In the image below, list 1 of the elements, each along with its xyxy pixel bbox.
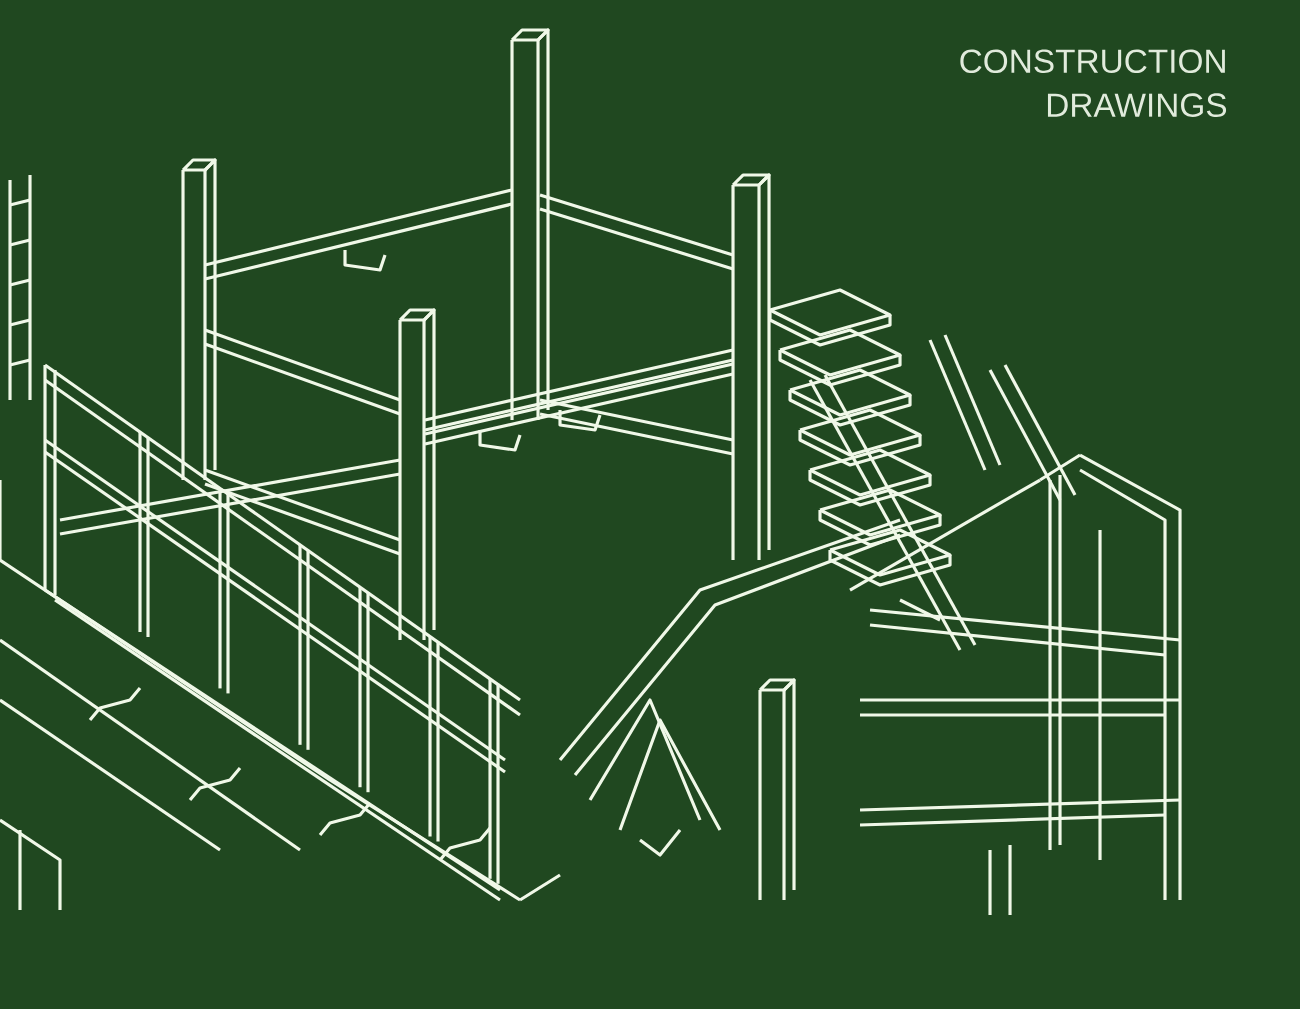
title: CONSTRUCTION DRAWINGS <box>960 49 1227 117</box>
